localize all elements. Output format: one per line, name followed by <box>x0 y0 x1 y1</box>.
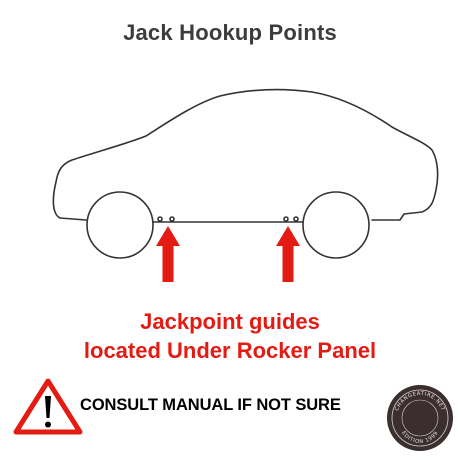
front-jackpoint-arrow-icon <box>156 226 180 282</box>
warning-text: CONSULT MANUAL IF NOT SURE <box>80 396 341 414</box>
guide-line-1: Jackpoint guides <box>140 309 320 334</box>
rear-wheel-icon <box>302 191 370 259</box>
page-title: Jack Hookup Points <box>123 20 337 45</box>
rear-jackpoint-arrow-icon <box>276 226 300 282</box>
seal-badge-icon: CHANGEATIRE.NET EDITION 1999 <box>384 382 456 454</box>
front-wheel-icon <box>86 191 154 259</box>
guide-line-2: located Under Rocker Panel <box>83 338 377 363</box>
car-outline-icon <box>52 88 439 223</box>
warning-triangle-icon <box>13 378 83 435</box>
